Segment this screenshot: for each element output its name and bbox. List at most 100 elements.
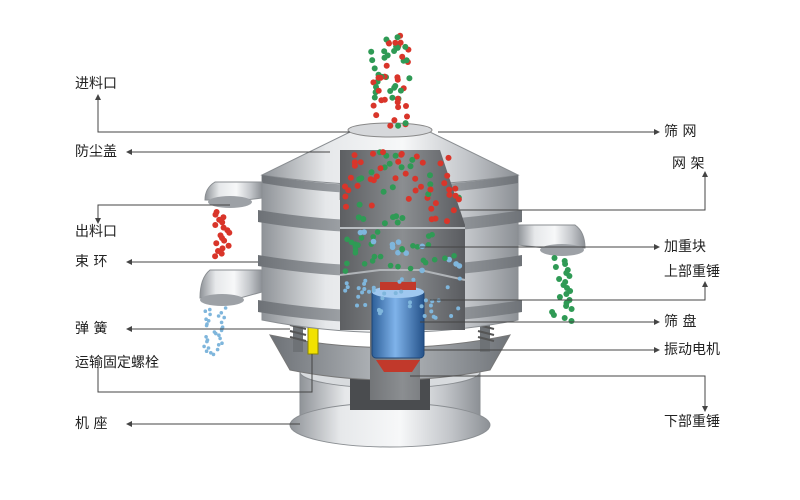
particle xyxy=(368,169,375,176)
particle xyxy=(217,333,221,338)
particle xyxy=(219,311,224,315)
label-base: 机 座 xyxy=(75,416,108,432)
particle xyxy=(351,162,358,169)
particle xyxy=(441,180,448,187)
particle xyxy=(450,207,457,214)
particle xyxy=(403,57,410,64)
particle xyxy=(402,43,409,50)
particle xyxy=(381,220,388,227)
particle xyxy=(344,281,349,286)
particle xyxy=(387,262,394,269)
label-dust-cover: 防尘盖 xyxy=(75,144,117,160)
particle xyxy=(380,149,386,156)
particle xyxy=(204,349,209,354)
particle xyxy=(374,229,381,235)
particle xyxy=(390,214,396,221)
particle xyxy=(403,103,409,109)
particle xyxy=(423,298,428,303)
particle xyxy=(225,242,232,249)
particle xyxy=(342,268,349,274)
particle xyxy=(361,261,368,267)
particle xyxy=(389,184,396,191)
particle xyxy=(427,181,434,188)
particle xyxy=(386,160,393,167)
particle xyxy=(369,57,376,64)
particle xyxy=(394,76,401,83)
particle xyxy=(412,187,419,194)
particle xyxy=(222,315,226,320)
particle xyxy=(343,203,349,210)
particle xyxy=(399,277,404,282)
particle xyxy=(215,347,220,352)
particle xyxy=(552,264,559,270)
particle xyxy=(208,307,212,312)
particle xyxy=(453,261,459,267)
particle xyxy=(363,278,368,283)
particle xyxy=(427,172,433,179)
leader-lines xyxy=(97,98,706,425)
particle xyxy=(422,259,429,266)
label-discharge-outlet: 出料口 xyxy=(75,224,117,240)
particle xyxy=(205,339,209,344)
particle xyxy=(392,152,399,159)
label-lower-weight: 下部重锤 xyxy=(664,414,720,430)
particle xyxy=(368,202,375,209)
particle xyxy=(355,242,361,248)
particle xyxy=(406,75,413,82)
particle xyxy=(410,243,416,249)
particle xyxy=(433,315,438,320)
leader-arrows xyxy=(95,94,708,427)
particle xyxy=(351,152,358,159)
particle xyxy=(212,253,219,260)
particle xyxy=(213,240,220,247)
particle xyxy=(392,175,399,182)
particle xyxy=(355,303,359,308)
particle xyxy=(370,150,376,157)
particle xyxy=(216,314,221,318)
particle xyxy=(425,242,432,248)
particle xyxy=(377,165,384,172)
particle xyxy=(442,255,448,261)
particle xyxy=(219,219,226,226)
label-feed-inlet: 进料口 xyxy=(75,76,117,92)
particle xyxy=(419,267,425,274)
label-mesh-frame: 网 架 xyxy=(672,156,705,172)
label-screen-mesh: 筛 网 xyxy=(664,124,697,140)
particle xyxy=(370,79,377,86)
particle xyxy=(419,159,426,166)
particle xyxy=(561,315,568,321)
particle xyxy=(399,289,404,294)
particle xyxy=(452,185,459,192)
particle xyxy=(419,243,426,250)
particle xyxy=(358,175,365,182)
outlet-spouts xyxy=(199,181,586,306)
label-clamp-ring: 束 环 xyxy=(75,254,108,270)
particle xyxy=(563,291,570,297)
particle xyxy=(398,164,405,171)
particle xyxy=(343,288,348,293)
particle xyxy=(395,239,402,245)
particle xyxy=(429,231,435,238)
particle xyxy=(212,211,219,218)
particle xyxy=(404,113,410,120)
particle xyxy=(377,253,384,260)
particle xyxy=(378,97,385,104)
particle xyxy=(202,344,206,349)
particle xyxy=(348,239,355,246)
particle xyxy=(371,65,378,72)
particle xyxy=(370,238,377,245)
particle xyxy=(397,39,404,46)
particle xyxy=(387,88,394,94)
particle xyxy=(399,215,406,221)
particle xyxy=(395,104,402,111)
particle xyxy=(204,323,209,328)
particle xyxy=(204,317,208,322)
particle xyxy=(389,244,396,251)
particle xyxy=(407,265,414,272)
particle xyxy=(211,352,216,357)
particle xyxy=(402,120,409,127)
particle xyxy=(223,306,228,310)
particle xyxy=(226,229,233,236)
particle xyxy=(357,159,364,166)
